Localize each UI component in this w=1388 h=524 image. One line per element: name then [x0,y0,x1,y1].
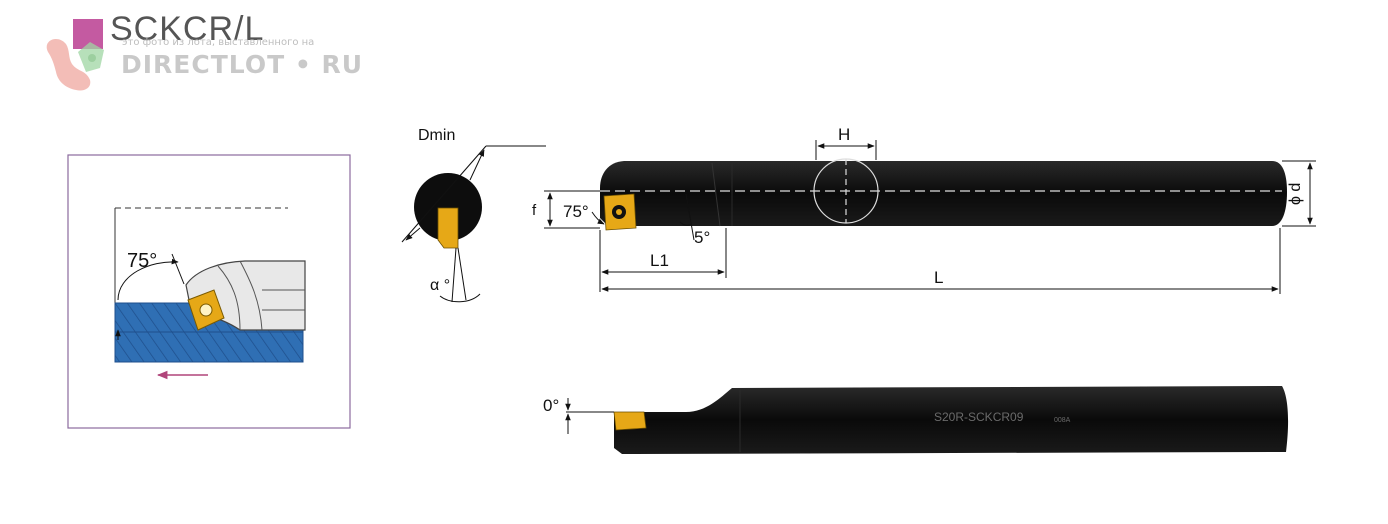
H-label: H [838,125,850,144]
angle-5-label: 5° [694,228,710,247]
section-circle [401,145,546,249]
dimension-H [815,140,877,160]
tool-marking: S20R-SCKCR09 [934,410,1024,424]
L-label: L [934,268,943,287]
alpha-label: α ° [430,277,450,294]
bottom-view-tool-body [614,386,1289,454]
angle-5-lines [679,193,695,241]
watermark-squirrel-icon [46,38,104,91]
page-title: SCKCR/L [110,10,265,48]
detail-angle-label: 75° [127,250,157,272]
phi-d-label: ϕ d [1287,183,1304,205]
dimension-L [601,228,1281,294]
side-view-insert-icon [603,193,637,231]
detail-angle-lines [115,253,185,340]
angle-0-lines [565,398,614,434]
angle-75-label: 75° [563,202,589,221]
dimension-L1 [599,228,727,292]
f-label: f [532,202,537,219]
section-alpha-lines [439,247,481,303]
dmin-label: Dmin [418,127,455,144]
dimension-f [544,190,600,229]
dimension-phi-d [1282,160,1316,227]
angle-0-label: 0° [543,396,559,415]
detail-insert-icon [187,289,225,331]
angle-75-arrow [591,211,605,225]
bottom-view-insert-icon [613,411,647,431]
side-view-tool-body [600,161,1287,227]
L1-label: L1 [650,251,669,270]
watermark-caption: это фото из лота, выставленного на [122,37,315,48]
tool-marking-small: 008A [1054,417,1071,424]
side-view-centerline [600,158,1282,224]
watermark-site: DIRECTLOT • RU [121,50,364,79]
